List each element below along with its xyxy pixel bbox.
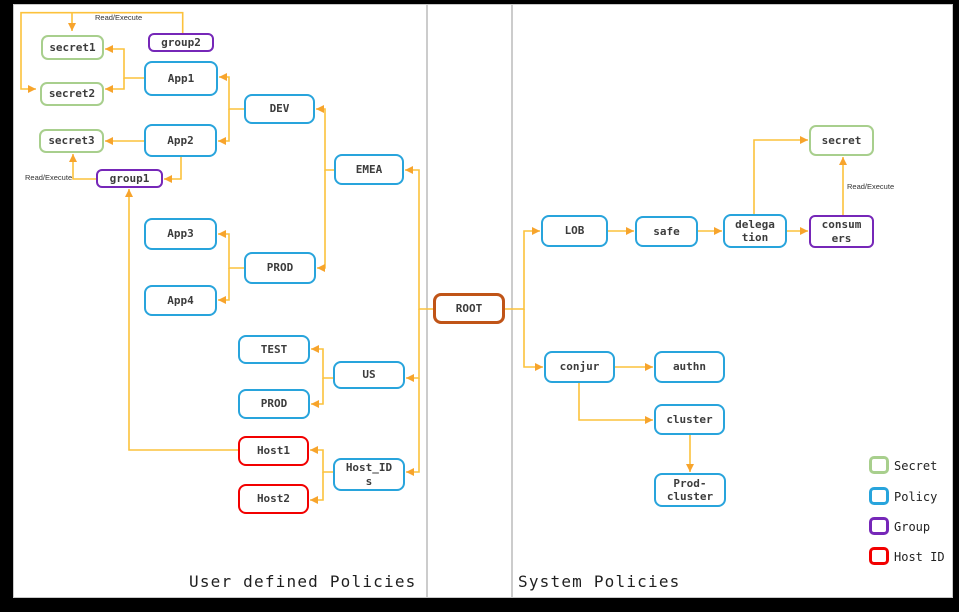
node-conjur: conjur	[544, 351, 615, 383]
edge-us-prod	[311, 378, 324, 408]
node-app2: App2	[144, 124, 217, 157]
node-dev: DEV	[244, 94, 315, 124]
edge-host1-group1	[125, 189, 238, 451]
section-title-system: System Policies	[518, 572, 681, 591]
edge-group2-secret2	[20, 11, 184, 93]
edge-hostids-host2	[310, 472, 324, 504]
connector-lines	[20, 11, 847, 504]
node-emea: EMEA	[334, 154, 404, 185]
legend-label-group: Group	[894, 520, 931, 534]
edge-label-read-execute-top: Read/Execute	[95, 13, 143, 22]
node-cluster: cluster	[654, 404, 725, 435]
node-lob: LOB	[541, 215, 608, 247]
node-root: ROOT	[433, 293, 505, 324]
node-authn: authn	[654, 351, 725, 383]
edge-root-us	[406, 309, 420, 382]
edge-delegation-secret	[753, 136, 808, 214]
legend-swatch-policy	[869, 487, 889, 505]
edge-app1-secret2	[105, 78, 125, 93]
node-secret-sys: secret	[809, 125, 874, 156]
node-prod-emea: PROD	[244, 252, 316, 284]
node-delegation: delega tion	[723, 214, 787, 248]
legend-label-policy: Policy	[894, 490, 938, 504]
diagram-canvas: secret1 secret2 secret3 group2 group1 Ap…	[13, 4, 953, 598]
node-consumers: consum ers	[809, 215, 874, 248]
node-secret2: secret2	[40, 82, 104, 106]
node-prod-us: PROD	[238, 389, 310, 419]
node-safe: safe	[635, 216, 698, 247]
node-us: US	[333, 361, 405, 389]
legend-label-secret: Secret	[894, 459, 938, 473]
edge-root-lob	[505, 227, 540, 310]
node-group1: group1	[96, 169, 163, 188]
node-app3: App3	[144, 218, 217, 250]
node-app4: App4	[144, 285, 217, 316]
edge-group1-secret3	[69, 154, 96, 180]
edge-label-read-execute-left: Read/Execute	[25, 173, 73, 182]
node-host-ids: Host_ID s	[333, 458, 405, 491]
edge-us-test	[311, 345, 333, 379]
section-divider-right	[511, 5, 513, 597]
edge-hostids-host1	[310, 446, 333, 473]
edge-app2-group1	[164, 157, 182, 183]
node-app1: App1	[144, 61, 218, 96]
node-secret3: secret3	[39, 129, 104, 153]
edge-dev-app1	[219, 73, 244, 110]
edge-conjur-cluster	[578, 383, 653, 424]
legend-swatch-group	[869, 517, 889, 535]
edge-root-conjur	[523, 309, 543, 371]
node-prod-cluster: Prod- cluster	[654, 473, 726, 507]
edge-root-hostids	[406, 378, 420, 476]
edge-app1-secret1	[105, 45, 144, 79]
node-host2: Host2	[238, 484, 309, 514]
legend-swatch-secret	[869, 456, 889, 474]
node-secret1: secret1	[41, 35, 104, 60]
legend-swatch-host-id	[869, 547, 889, 565]
edge-dev-app2	[218, 109, 230, 145]
edge-label-read-execute-right: Read/Execute	[847, 182, 895, 191]
edge-root-emea	[405, 166, 433, 310]
edge-emea-dev	[316, 105, 334, 171]
edge-emea-prod	[317, 170, 326, 272]
node-host1: Host1	[238, 436, 309, 466]
legend-label-host-id: Host ID	[894, 550, 945, 564]
edge-prod-app3	[218, 230, 244, 269]
section-divider-left	[426, 5, 428, 597]
node-group2: group2	[148, 33, 214, 52]
node-test: TEST	[238, 335, 310, 364]
edge-prod-app4	[218, 268, 230, 304]
section-title-user-defined: User defined Policies	[189, 572, 417, 591]
